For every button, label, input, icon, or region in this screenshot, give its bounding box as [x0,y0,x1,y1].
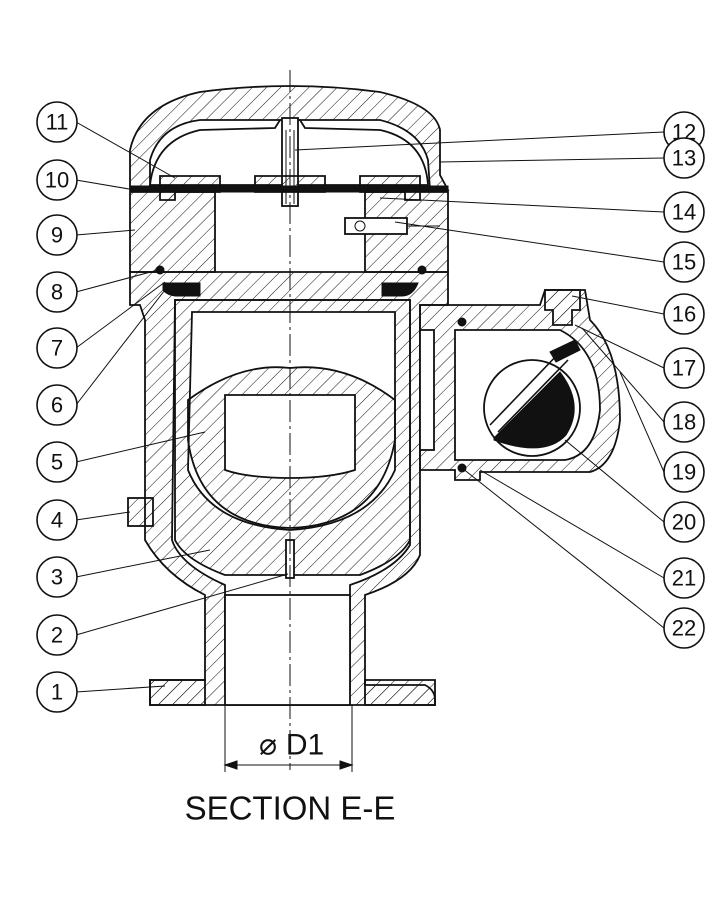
svg-text:18: 18 [672,410,696,435]
balloon-7: 7 [36,327,78,369]
balloon-13: 13 [663,137,705,179]
balloon-2: 2 [36,614,78,656]
middle-body [129,191,216,273]
balloon-9: 9 [36,214,78,256]
balloon-10: 10 [36,159,78,201]
balloon-3: 3 [36,556,78,598]
balloon-20: 20 [663,501,705,543]
svg-text:14: 14 [672,200,696,225]
o-ring-side-top [457,317,467,327]
svg-text:22: 22 [672,616,696,641]
balloon-15: 15 [663,241,705,283]
svg-text:20: 20 [672,510,696,535]
balloon-4: 4 [36,499,78,541]
svg-text:4: 4 [51,508,63,533]
svg-text:1: 1 [51,680,63,705]
balloon-16: 16 [663,293,705,335]
svg-text:3: 3 [51,565,63,590]
svg-text:21: 21 [672,566,696,591]
balloon-1: 1 [36,671,78,713]
dimension-label: D1 [286,729,324,762]
balloon-17: 17 [663,347,705,389]
dimension-d1: ⌀ D1 [223,705,354,772]
disc-seal [493,371,575,449]
drain-plug [127,497,154,527]
valve-section [127,70,621,770]
balloon-19: 19 [663,451,705,493]
balloon-22: 22 [663,607,705,649]
svg-text:8: 8 [51,280,63,305]
svg-text:19: 19 [672,460,696,485]
balloon-18: 18 [663,401,705,443]
balloon-6: 6 [36,384,78,426]
svg-text:17: 17 [672,356,696,381]
leader-lines [75,121,665,693]
svg-text:11: 11 [46,110,69,135]
balloon-11: 11 [36,101,78,143]
svg-text:5: 5 [51,450,63,475]
svg-text:9: 9 [51,223,63,248]
svg-text:16: 16 [672,302,696,327]
svg-text:15: 15 [672,250,696,275]
section-title: SECTION E-E [185,790,396,827]
svg-text:6: 6 [51,393,63,418]
diameter-symbol: ⌀ [259,729,277,762]
svg-text:7: 7 [51,336,63,361]
vent-cap [544,289,581,326]
svg-text:10: 10 [45,168,69,193]
balloon-21: 21 [663,557,705,599]
balloon-8: 8 [36,271,78,313]
balloon-14: 14 [663,191,705,233]
svg-text:2: 2 [51,623,63,648]
balloon-5: 5 [36,441,78,483]
hinge-pin [344,217,408,235]
svg-text:13: 13 [672,146,696,171]
cover [129,85,450,191]
